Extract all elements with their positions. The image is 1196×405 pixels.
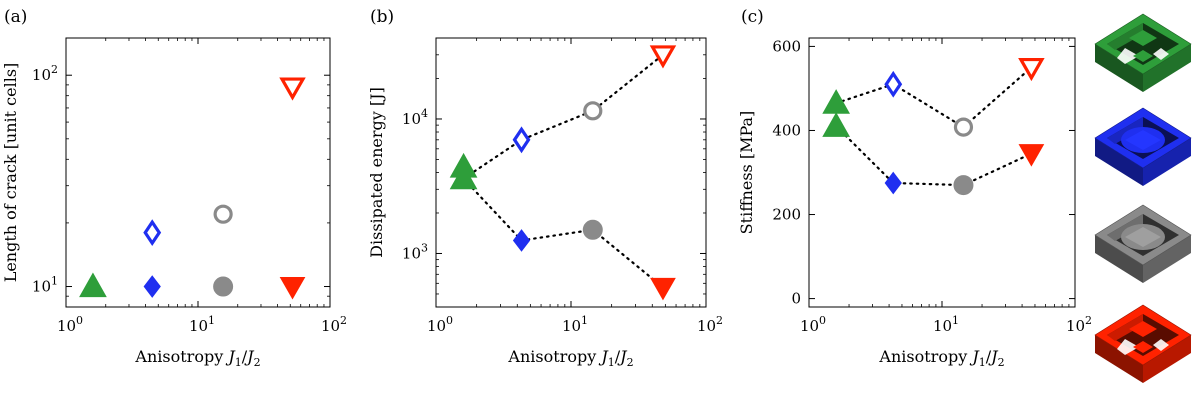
series-line [462,53,665,180]
series-line [462,177,665,289]
unit-cell-blue [1094,107,1192,186]
x-axis-label: Anisotropy J1/J2 [507,347,633,369]
x-axis-label: Anisotropy J1/J2 [878,347,1004,369]
data-point-blue-diamond-open [884,70,903,98]
data-point-red-triangle-down-open [279,77,306,101]
y-tick-label: 104 [402,107,428,128]
x-tick-label: 102 [321,314,347,335]
data-point-red-triangle-down-open [649,45,677,69]
panel-label: (c) [741,7,764,27]
unit-cell-gray [1094,204,1192,283]
data-point-green-triangle-up-filled [449,152,478,178]
y-tick-label: 103 [402,241,428,262]
data-point-red-triangle-down-filled [1018,144,1045,167]
data-point-green-triangle-up-filled [822,112,851,137]
y-axis-label: Dissipated energy [J] [367,87,386,258]
data-point-gray-circle-filled [953,175,974,196]
unit-cell-illustrations [1094,13,1192,383]
x-tick-label: 100 [427,314,453,335]
data-point-green-triangle-up-filled [79,272,107,298]
data-point-gray-circle-filled [582,219,603,240]
x-tick-label: 100 [800,314,826,335]
axes-frame [808,37,1076,308]
data-point-blue-diamond-open [512,126,531,154]
x-tick-label: 101 [189,314,215,335]
data-point-blue-diamond-filled [512,229,531,252]
data-point-blue-diamond-open [143,219,162,246]
panel-label: (a) [4,7,27,27]
x-axis-label: Anisotropy J1/J2 [134,347,260,369]
y-tick-label: 102 [32,63,58,84]
data-point-blue-diamond-filled [143,275,161,298]
series-line [835,125,1033,187]
y-tick-label: 400 [772,121,801,139]
data-point-green-triangle-up-filled [822,89,851,114]
data-point-gray-circle-open [213,204,233,224]
data-point-gray-circle-filled [213,276,234,297]
data-point-red-triangle-down-open [1018,57,1045,82]
axes-frame [435,37,707,308]
x-tick-label: 101 [933,314,959,335]
y-tick-label: 0 [791,290,801,308]
data-point-gray-circle-open [953,117,974,137]
data-point-blue-diamond-filled [884,171,902,195]
y-axis-label: Stiffness [MPa] [737,111,756,235]
y-tick-label: 200 [772,206,801,224]
y-tick-label: 600 [772,37,801,55]
x-tick-label: 100 [57,314,83,335]
panel-label: (b) [370,7,394,27]
series-line [835,66,1033,129]
unit-cell-red [1094,304,1192,383]
y-axis-label: Length of crack [unit cells] [1,63,20,283]
x-tick-label: 102 [1066,314,1092,335]
y-tick-label: 101 [32,275,58,296]
data-point-gray-circle-open [583,101,603,121]
data-point-red-triangle-down-filled [650,277,676,301]
x-tick-label: 101 [562,314,588,335]
x-tick-label: 102 [697,314,723,335]
data-point-red-triangle-down-filled [279,277,306,300]
unit-cell-green [1094,13,1192,92]
